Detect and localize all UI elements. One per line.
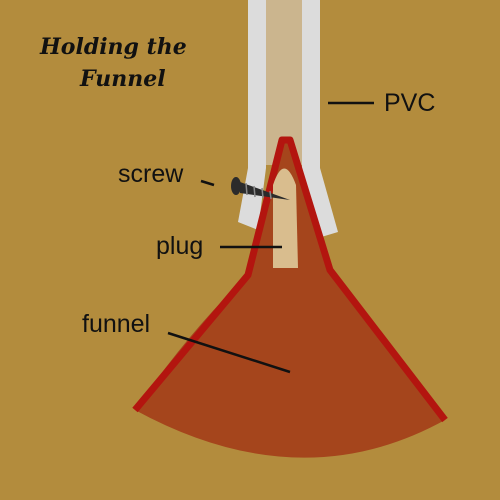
diagram-title-line2: Funnel xyxy=(80,66,166,92)
plug-shape xyxy=(273,168,298,268)
plug-label: plug xyxy=(156,232,204,260)
diagram-title-line1: Holding the xyxy=(40,34,187,60)
funnel-body xyxy=(135,140,445,458)
funnel-label: funnel xyxy=(82,310,151,338)
pvc-right-wall xyxy=(302,0,338,238)
screw-label: screw xyxy=(118,160,184,188)
pvc-left-wall xyxy=(238,0,266,230)
pvc-label: PVC xyxy=(384,89,436,117)
funnel-outline xyxy=(132,136,448,423)
funnel-leader-line xyxy=(167,331,291,374)
screw-icon xyxy=(231,177,290,200)
screw-leader-line xyxy=(200,179,215,187)
